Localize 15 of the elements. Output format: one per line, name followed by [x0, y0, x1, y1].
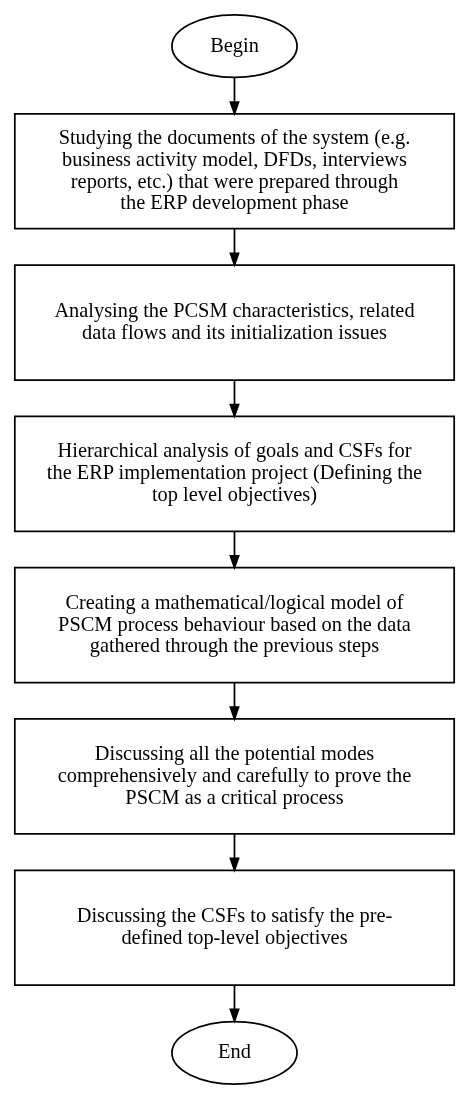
node-box: Discussing the CSFs to satisfy the pre-defined top-level objectives	[13, 869, 456, 987]
arrow	[229, 76, 240, 117]
node-box: Discussing all the potential modes comprehensively and carefully to prove the PSCM as a critical process	[13, 718, 456, 835]
arrow	[229, 227, 240, 268]
arrow	[229, 984, 240, 1024]
arrow	[229, 530, 240, 571]
arrow	[229, 833, 240, 873]
node-box: Analysing the PCSM characteristics, related data flows and its initialization issues	[13, 264, 456, 381]
node-box: Studying the documents of the system (e.g. business activity model, DFDs, interviews reports, etc.) that were prepared through the ERP development phase	[13, 112, 456, 230]
arrow	[229, 379, 240, 419]
arrow	[229, 681, 240, 722]
node-ellipse: End	[171, 1020, 298, 1086]
node-ellipse: Begin	[171, 13, 298, 79]
node-box: Hierarchical analysis of goals and CSFs for the ERP implementation project (Defining the top level objectives)	[13, 415, 456, 533]
node-box: Creating a mathematical/logical model of PSCM process behaviour based on the data gathered through the previous steps	[13, 566, 456, 684]
